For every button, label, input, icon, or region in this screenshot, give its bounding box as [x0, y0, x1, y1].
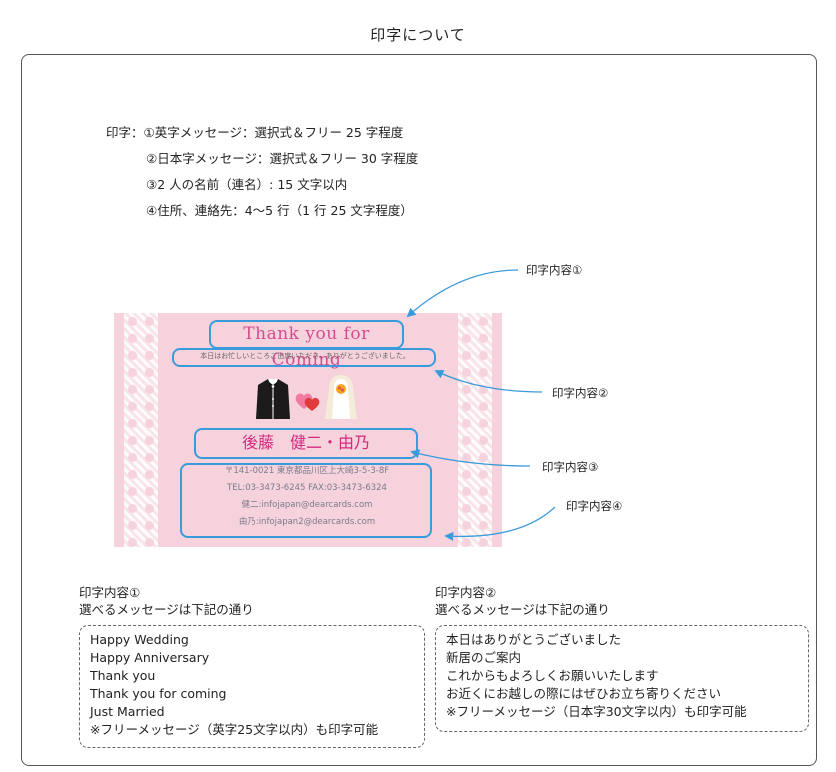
wedding-dress-icon	[325, 375, 357, 419]
english-option-1: Happy Wedding	[90, 632, 189, 647]
english-option-3: Thank you	[90, 668, 156, 683]
page-title: 印字について	[370, 26, 466, 44]
sample-card: Thank you for Coming 本日はお忙しいところご出席いただき、あ…	[114, 313, 502, 547]
address-line-1: 〒141-0021 東京都品川区上大崎3-5-3-8F	[224, 466, 390, 476]
section1-heading: 印字内容① 選べるメッセージは下記の通り	[79, 584, 254, 618]
japanese-free-note: ※フリーメッセージ（日本字30文字以内）も印字可能	[446, 704, 747, 719]
spec-line-4: ④住所、連絡先：4〜5 行（1 行 25 文字程度）	[146, 203, 413, 218]
japanese-option-4: お近くにお越しの際にはぜひお立ち寄りください	[446, 686, 722, 701]
spec-line-1: 印字：①英字メッセージ：選択式＆フリー 25 字程度	[106, 125, 404, 140]
section1-title: 印字内容①	[79, 585, 141, 600]
section2-title: 印字内容②	[435, 585, 497, 600]
japanese-option-2: 新居のご案内	[446, 650, 522, 665]
highlight-4	[180, 463, 432, 538]
section2-subtitle: 選べるメッセージは下記の通り	[435, 602, 610, 617]
japanese-option-3: これからもよろしくお願いいたします	[446, 668, 659, 683]
highlight-2	[172, 348, 436, 367]
lace-border-left	[124, 313, 158, 547]
callout-arrow-1	[406, 269, 519, 318]
callout-label-4: 印字内容④	[566, 499, 623, 513]
callout-label-3: 印字内容③	[542, 460, 599, 474]
section1-options-box: Happy Wedding Happy Anniversary Thank yo…	[79, 625, 425, 748]
highlight-3	[194, 428, 418, 459]
callout-label-2: 印字内容②	[552, 386, 609, 400]
tuxedo-icon	[256, 379, 290, 419]
hearts-icon	[295, 393, 320, 411]
address-line-3: 健二:infojapan@dearcards.com	[241, 500, 373, 510]
card-couple-names: 後藤 健二・由乃	[241, 433, 370, 452]
callout-arrow-3	[410, 449, 531, 467]
english-option-4: Thank you for coming	[90, 686, 227, 701]
lace-border-right	[458, 313, 492, 547]
callout-label-1: 印字内容①	[526, 263, 583, 277]
english-option-5: Just Married	[90, 704, 165, 719]
callout-arrow-2	[434, 370, 543, 393]
spec-line-2: ②日本字メッセージ：選択式＆フリー 30 字程度	[146, 151, 419, 166]
spec-line-3: ③2 人の名前（連名）: 15 文字以内	[146, 177, 348, 192]
print-spec-list: 印字：①英字メッセージ：選択式＆フリー 25 字程度 ②日本字メッセージ：選択式…	[106, 120, 418, 224]
section2-heading: 印字内容② 選べるメッセージは下記の通り	[435, 584, 610, 618]
content-frame	[21, 54, 817, 766]
card-address-block: 〒141-0021 東京都品川区上大崎3-5-3-8F TEL:03-3473-…	[182, 463, 432, 531]
section1-subtitle: 選べるメッセージは下記の通り	[79, 602, 254, 617]
english-option-2: Happy Anniversary	[90, 650, 210, 665]
address-line-2: TEL:03-3473-6245 FAX:03-3473-6324	[227, 483, 387, 493]
section2-options-box: 本日はありがとうございました 新居のご案内 これからもよろしくお願いいたします …	[435, 625, 809, 732]
callout-arrow-4	[444, 506, 556, 541]
english-free-note: ※フリーメッセージ（英字25文字以内）も印字可能	[90, 722, 379, 737]
address-line-4: 由乃:infojapan2@dearcards.com	[238, 517, 376, 527]
japanese-option-1: 本日はありがとうございました	[446, 632, 622, 647]
card-japanese-message: 本日はお忙しいところご出席いただき、ありがとうございました。	[200, 352, 410, 360]
